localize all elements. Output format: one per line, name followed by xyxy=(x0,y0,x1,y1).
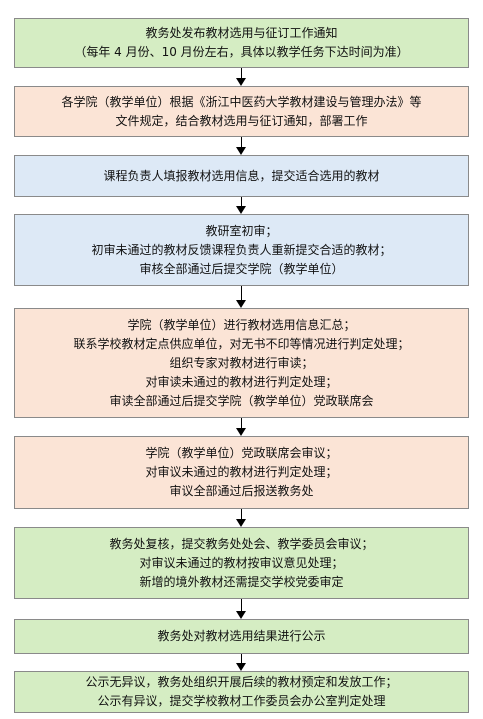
step-7-line-1: 教务处复核，提交教务处处会、教学委员会审议； xyxy=(109,536,374,551)
step-7-line-3: 新增的境外教材还需提交学校党委审定 xyxy=(139,574,344,589)
step-5-box: 学院（教学单位）进行教材选用信息汇总； 联系学校教材定点供应单位，对无书不印等情… xyxy=(14,308,469,418)
step-4-line-1: 教研室初审； xyxy=(205,223,278,238)
step-1-line-1: 教务处发布教材选用与征订工作通知 xyxy=(145,26,338,40)
step-4-box: 教研室初审； 初审未通过的教材反馈课程负责人重新提交合适的教材； 审核全部通过后… xyxy=(14,214,469,286)
step-7-box: 教务处复核，提交教务处处会、教学委员会审议； 对审议未通过的教材按审议意见处理；… xyxy=(14,527,469,599)
arrow-8 xyxy=(236,654,247,671)
step-1-box: 教务处发布教材选用与征订工作通知 （每年 4 月份、10 月份左右，具体以教学任… xyxy=(14,18,469,68)
step-5-line-2: 联系学校教材定点供应单位，对无书不印等情况进行判定处理； xyxy=(73,336,410,351)
step-9-line-1: 公示无异议，教务处组织开展后续的教材预定和发放工作； xyxy=(85,675,398,689)
arrow-6 xyxy=(236,509,247,527)
arrow-2 xyxy=(236,137,247,155)
arrow-1 xyxy=(236,68,247,86)
arrow-3 xyxy=(236,197,247,214)
step-5-line-3: 组织专家对教材进行审读； xyxy=(169,355,314,370)
step-5-line-5: 审读全部通过后提交学院（教学单位）党政联席会 xyxy=(109,393,374,408)
step-5-line-4: 对审读未通过的教材进行判定处理； xyxy=(145,374,338,389)
step-8-box: 教务处对教材选用结果进行公示 xyxy=(14,619,469,654)
step-6-line-3: 审议全部通过后报送教务处 xyxy=(169,484,314,498)
step-3-line-1: 课程负责人填报教材选用信息，提交适合选用的教材 xyxy=(103,168,380,183)
step-3-box: 课程负责人填报教材选用信息，提交适合选用的教材 xyxy=(14,155,469,197)
step-7-line-2: 对审议未通过的教材按审议意见处理； xyxy=(139,555,344,570)
arrow-7 xyxy=(236,599,247,619)
step-5-line-1: 学院（教学单位）进行教材选用信息汇总； xyxy=(127,317,356,332)
step-2-line-2: 文件规定，结合教材选用与征订通知，部署工作 xyxy=(115,113,368,128)
step-6-box: 学院（教学单位）党政联席会审议； 对审议未通过的教材进行判定处理； 审议全部通过… xyxy=(14,436,469,509)
step-4-line-2: 初审未通过的教材反馈课程负责人重新提交合适的教材； xyxy=(91,242,392,257)
step-6-line-2: 对审议未通过的教材进行判定处理； xyxy=(145,465,338,479)
step-1-line-2: （每年 4 月份、10 月份左右，具体以教学任务下达时间为准） xyxy=(74,45,409,59)
step-6-line-1: 学院（教学单位）党政联席会审议； xyxy=(145,446,338,460)
step-8-line-1: 教务处对教材选用结果进行公示 xyxy=(157,629,326,643)
step-2-line-1: 各学院（教学单位）根据《浙江中医药大学教材建设与管理办法》等 xyxy=(61,94,422,109)
step-2-box: 各学院（教学单位）根据《浙江中医药大学教材建设与管理办法》等 文件规定，结合教材… xyxy=(14,86,469,137)
step-9-box: 公示无异议，教务处组织开展后续的教材预定和发放工作； 公示有异议，提交学校教材工… xyxy=(14,671,469,713)
arrow-5 xyxy=(236,418,247,436)
step-9-line-2: 公示有异议，提交学校教材工作委员会办公室判定处理 xyxy=(97,694,386,708)
step-4-line-3: 审核全部通过后提交学院（教学单位） xyxy=(139,261,344,276)
arrow-4 xyxy=(236,286,247,308)
